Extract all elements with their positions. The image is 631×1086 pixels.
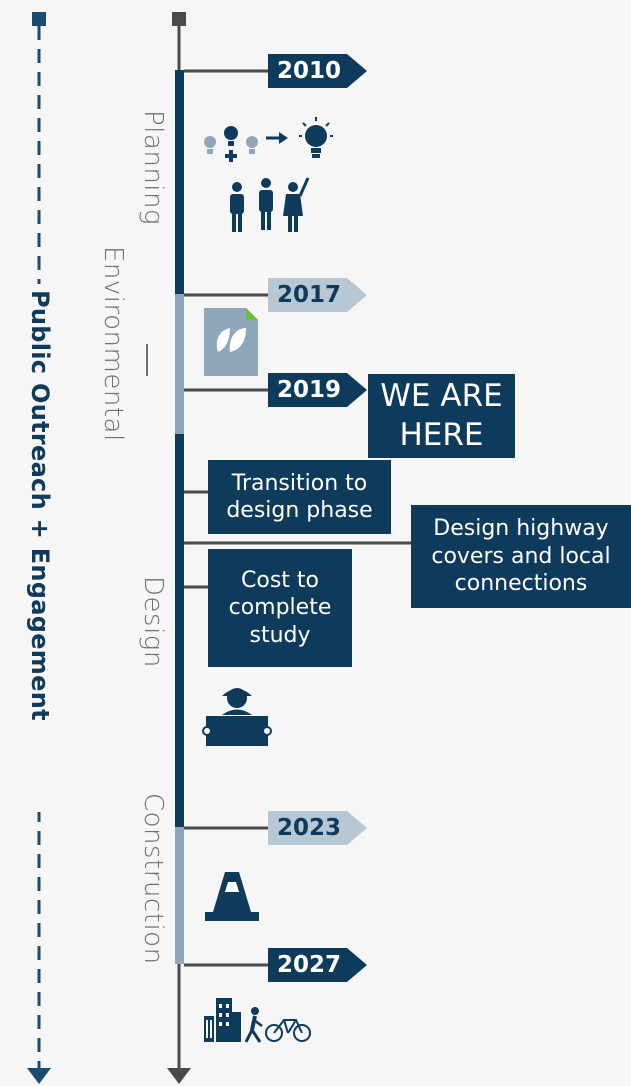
year-label-2023: 2023 [276,815,341,841]
year-tag-2019 [268,373,367,407]
environmental-document-icon [204,308,258,376]
phase-divider [146,344,148,376]
design-covers-callout: Design highway covers and local connecti… [411,505,631,608]
ideas-to-lightbulb-icon [204,117,333,162]
outreach-label-backdrop [25,284,55,812]
city-walk-bike-icon [204,998,311,1043]
year-tag-2023 [268,811,367,845]
phase-label-construction: Construction [138,793,168,965]
outreach-label: Public Outreach + Engagement [26,290,54,721]
spine-arrowhead [167,1068,191,1084]
phase-bar-construction [175,827,184,964]
we-are-here-callout: WE ARE HERE [368,374,515,458]
year-tag-2027 [268,948,367,982]
spine-start-square [172,12,186,26]
timeline-spine [167,12,191,1084]
transition-callout: Transition to design phase [208,460,391,534]
traffic-cone-icon [205,872,259,921]
outreach-start-square [32,12,46,26]
phase-bar-design [175,434,184,827]
outreach-arrowhead [27,1068,51,1084]
year-label-2019: 2019 [276,377,341,403]
phase-label-design: Design [138,576,168,668]
cost-callout: Cost to complete study [208,549,352,667]
phase-label-planning: Planning [138,110,168,226]
year-tag-2017 [268,278,367,312]
year-label-2017: 2017 [276,282,341,308]
year-tag-2010 [268,54,367,88]
outreach-arrow [27,12,51,1084]
phase-bar-environmental [175,294,184,434]
year-label-2010: 2010 [276,58,341,84]
people-icon [230,177,310,232]
year-label-2027: 2027 [276,952,341,978]
phase-bar-planning [175,70,184,294]
designer-at-desk-icon [202,688,272,746]
phase-label-environmental: Environmental [98,246,128,442]
